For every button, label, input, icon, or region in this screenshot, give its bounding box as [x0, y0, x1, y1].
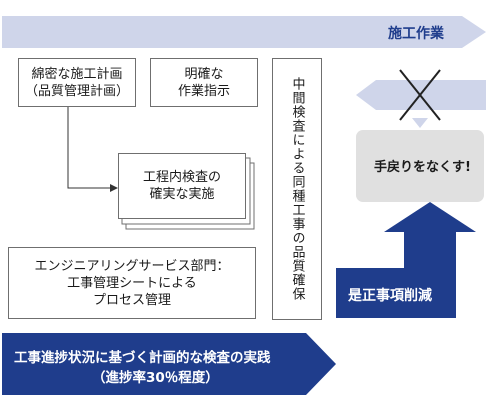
corrective-reduction-label: 是正事項削減	[348, 288, 432, 304]
vertical-quality-box: 中間検査による同種工事の品質確保	[272, 58, 322, 320]
construction-work-arrow	[2, 16, 486, 48]
construction-work-label: 施工作業	[388, 26, 444, 42]
schedule-inspection-arrow	[2, 333, 336, 395]
schedule-inspection-line1: 工事進捗状況に基づく計画的な検査の実践	[14, 350, 271, 366]
work-instruction-box: 明確な 作業指示	[150, 58, 258, 107]
schedule-inspection-line2: （進捗率30％程度）	[92, 370, 219, 386]
interim-inspection-text: 中間検査による同種工事の品質確保	[289, 77, 305, 301]
cross-mark-line-2	[399, 69, 441, 121]
no-rework-label: 手戻りをなくす!	[374, 160, 471, 175]
plan-to-inspection-connector	[67, 106, 110, 189]
construction-plan-box: 綿密な施工計画 （品質管理計画）	[18, 58, 136, 107]
engineering-service-box: エンジニアリングサービス部門： 工事管理シートによる プロセス管理	[8, 247, 256, 319]
rework-box	[356, 130, 484, 202]
corrective-arrow	[336, 202, 476, 318]
rework-pointer	[412, 118, 428, 128]
in-process-inspection-box: 工程内検査の 確実な実施	[118, 153, 246, 219]
connector-arrowhead	[110, 184, 118, 192]
